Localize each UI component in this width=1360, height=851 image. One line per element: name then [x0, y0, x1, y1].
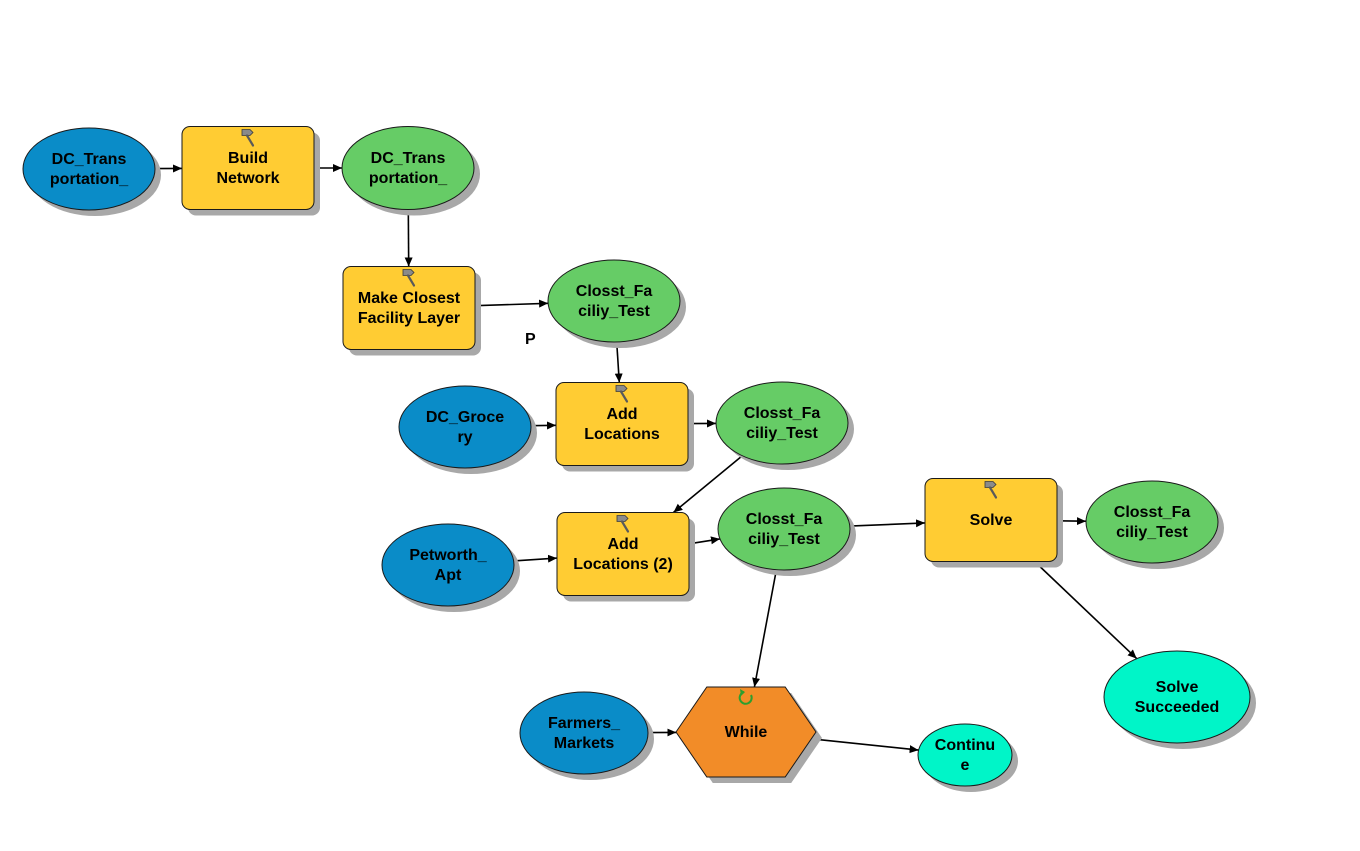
- node-label-line: portation_: [369, 170, 448, 187]
- node-shape: [924, 478, 1058, 562]
- node-label-line: e: [961, 757, 970, 774]
- node-label-line: DC_Groce: [426, 409, 504, 426]
- node-label-line: ciliy_Test: [748, 531, 820, 548]
- node-shape: [519, 691, 649, 775]
- node-shape: [547, 259, 681, 343]
- node-label-line: Closst_Fa: [746, 511, 823, 528]
- connector-solve-to-solve_succeeded[interactable]: [1034, 560, 1138, 660]
- node-label-line: Facility Layer: [358, 310, 460, 327]
- node-label-line: Continu: [935, 737, 995, 754]
- hammer-icon: [241, 129, 255, 147]
- node-label-line: portation_: [50, 171, 129, 188]
- loop-arrow-icon: [738, 689, 753, 705]
- node-label-line: Network: [216, 170, 279, 187]
- node-shape: [1085, 480, 1219, 564]
- node-shape: [556, 512, 690, 596]
- node-label-line: Closst_Fa: [1114, 504, 1191, 521]
- node-label-line: ciliy_Test: [746, 425, 818, 442]
- node-shape: [717, 487, 851, 571]
- node-shape: [381, 523, 515, 607]
- node-label-line: DC_Trans: [371, 150, 446, 167]
- node-cf-test-2[interactable]: Closst_Fa ciliy_Test: [715, 381, 854, 470]
- connector-cf_test_2-to-add_locations_2[interactable]: [672, 455, 743, 514]
- connector-while-to-continue[interactable]: [811, 738, 919, 754]
- connector-petworth_apt-to-add_locations_2[interactable]: [513, 554, 558, 563]
- node-solve[interactable]: Solve: [924, 478, 1063, 568]
- node-label-line: Succeeded: [1135, 699, 1219, 716]
- node-label-line: ry: [457, 429, 472, 446]
- node-label-line: ciliy_Test: [578, 303, 650, 320]
- hammer-icon: [615, 385, 629, 403]
- node-label-line: Petworth_: [409, 547, 487, 564]
- node-label-line: Solve: [970, 512, 1013, 529]
- node-label-line: Apt: [435, 567, 462, 584]
- node-label-line: Farmers_: [548, 715, 621, 732]
- node-shape: [715, 381, 849, 465]
- node-label-line: ciliy_Test: [1116, 524, 1188, 541]
- node-label-line: While: [725, 724, 768, 741]
- node-label-line: Build: [228, 150, 268, 167]
- node-cf-test-4[interactable]: Closst_Fa ciliy_Test: [1085, 480, 1224, 569]
- connector-make_cf_layer-to-cf_test_1[interactable]: [474, 299, 549, 308]
- node-dc-trans-in[interactable]: DC_Trans portation_: [22, 127, 161, 216]
- node-label-line: Markets: [554, 735, 615, 752]
- node-while[interactable]: While: [675, 686, 822, 783]
- hammer-icon: [616, 515, 630, 533]
- node-label-line: DC_Trans: [52, 151, 127, 168]
- connector-cf_test_1-to-add_locations[interactable]: [614, 341, 623, 383]
- node-label-line: Make Closest: [358, 290, 461, 307]
- node-shape: [181, 126, 315, 210]
- node-shape: [1103, 650, 1251, 744]
- connector-cf_test_3-to-while[interactable]: [752, 569, 778, 688]
- node-label-line: Add: [607, 536, 638, 553]
- node-shape: [398, 385, 532, 469]
- node-farmers-markets[interactable]: Farmers_ Markets: [519, 691, 654, 780]
- node-shape: [555, 382, 689, 466]
- node-label-line: Closst_Fa: [576, 283, 653, 300]
- node-label-line: Add: [606, 406, 637, 423]
- node-dc-trans-out[interactable]: DC_Trans portation_: [341, 126, 480, 216]
- node-shape: [341, 126, 475, 210]
- node-cf-test-1[interactable]: Closst_Fa ciliy_Test: [547, 259, 686, 348]
- node-label-line: Locations: [584, 426, 660, 443]
- node-shape: [342, 266, 476, 350]
- node-label-line: Closst_Fa: [744, 405, 821, 422]
- parameter-marker: P: [525, 331, 536, 348]
- node-continue[interactable]: Continu e: [917, 723, 1018, 792]
- node-shape: [22, 127, 156, 211]
- hammer-icon: [984, 481, 998, 499]
- node-cf-test-3[interactable]: Closst_Fa ciliy_Test: [717, 487, 856, 576]
- node-shape: [675, 686, 817, 778]
- node-label-line: Solve: [1156, 679, 1199, 696]
- hammer-icon: [402, 269, 416, 287]
- connector-cf_test_3-to-solve[interactable]: [849, 519, 926, 528]
- node-shape: [917, 723, 1013, 787]
- node-petworth-apt[interactable]: Petworth_ Apt: [381, 523, 520, 612]
- node-label-line: Locations (2): [573, 556, 673, 573]
